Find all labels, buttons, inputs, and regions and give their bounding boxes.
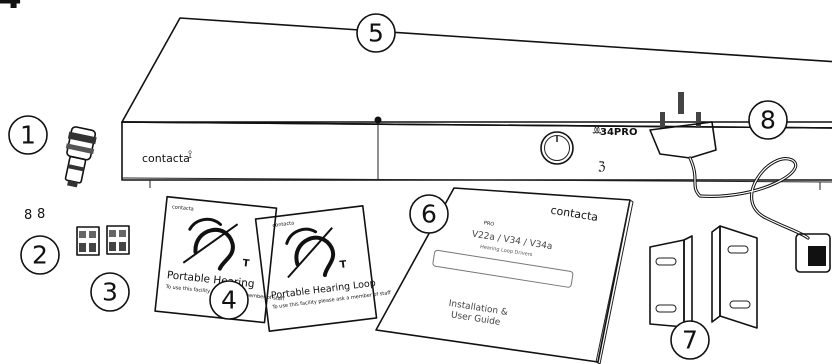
terminal-blocks [77, 226, 129, 255]
screws: 8 8 [24, 207, 45, 223]
svg-text:contacta: contacta [272, 220, 294, 229]
hearing-logo-icon: ℨ [597, 159, 605, 173]
callout-7: 7 [682, 326, 698, 355]
power-led [375, 117, 382, 124]
callout-6: 6 [421, 200, 437, 229]
callout-5: 5 [368, 19, 384, 48]
svg-text:PRO: PRO [483, 220, 494, 228]
callout-1: 1 [20, 121, 36, 150]
svg-text:T: T [339, 259, 347, 271]
svg-text:8: 8 [24, 208, 32, 223]
svg-text:contacta: contacta [172, 204, 194, 212]
svg-text:T: T [242, 258, 250, 270]
connector-plug [58, 126, 98, 190]
callout-8: 8 [760, 106, 776, 135]
brand-ear-icon: ⟟ [188, 148, 192, 161]
hearing-loop-sign-front: contacta T Portable Hearing Loop To use … [256, 204, 395, 331]
amplifier-brand: contacta [142, 152, 190, 165]
callout-3: 3 [102, 278, 118, 307]
svg-text:8: 8 [37, 207, 45, 222]
amplifier-model: 34PRO [600, 127, 637, 138]
rack-brackets [650, 226, 757, 328]
callout-4: 4 [221, 286, 237, 315]
svg-text:contacta: contacta [550, 204, 599, 224]
amplifier-unit: contacta ⟟ ꔛ 34PRO ℨ [122, 18, 832, 190]
callout-2: 2 [32, 241, 48, 270]
corner-mark: 4 [0, 0, 22, 17]
